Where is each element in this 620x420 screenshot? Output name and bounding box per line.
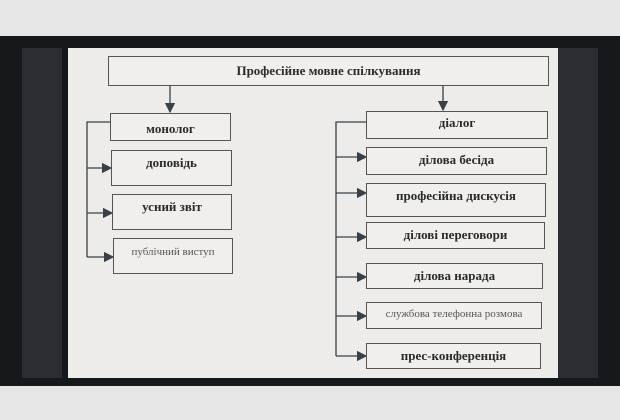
monolog-box: монолог [110,113,231,141]
dialog-item: професійна дискусія [366,183,546,217]
monolog-item: усний звіт [112,194,232,230]
monolog-item: доповідь [111,150,232,186]
monolog-item: публічний виступ [113,238,233,274]
dialog-item: ділові переговори [366,222,545,249]
dialog-item: службова телефонна розмова [366,302,542,329]
dialog-box: діалог [366,111,548,139]
screen-edge-left [22,48,62,378]
dialog-item: ділова бесіда [366,147,547,175]
title-box: Професійне мовне спілкування [108,56,549,86]
dialog-item: ділова нарада [366,263,543,289]
screen-edge-right [558,48,598,378]
dialog-item: прес-конференція [366,343,541,369]
